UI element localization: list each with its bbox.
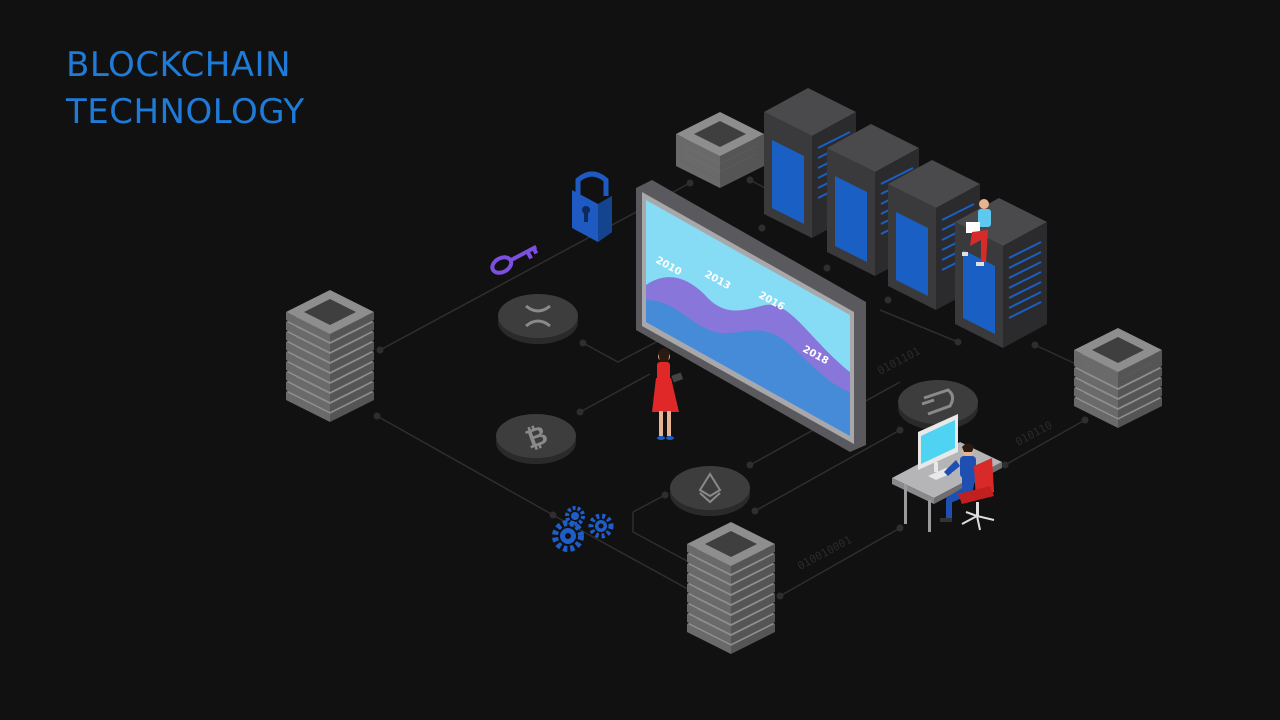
ripple-coin-icon xyxy=(498,294,578,344)
bitcoin-coin-icon: ₿ xyxy=(496,414,576,464)
block-stack-right xyxy=(1074,328,1162,428)
key-icon xyxy=(490,244,539,275)
woman-presenter xyxy=(652,348,684,440)
network-nodes xyxy=(373,176,1089,600)
binary-label: 010110 xyxy=(1013,419,1054,449)
page-title: BLOCKCHAIN TECHNOLOGY xyxy=(66,42,305,136)
analytics-screen: 2010 2013 2016 2018 xyxy=(636,180,866,452)
binary-label: 010010001 xyxy=(795,533,854,572)
title-line-2: TECHNOLOGY xyxy=(66,92,305,132)
dash-coin-icon xyxy=(898,380,978,430)
block-stack-top xyxy=(676,112,764,188)
server-tower xyxy=(955,198,1047,348)
padlock-icon xyxy=(572,171,612,242)
man-at-desk xyxy=(940,443,976,522)
block-stack-left xyxy=(286,290,374,422)
server-rack xyxy=(764,88,1047,348)
gears-icon xyxy=(552,506,614,552)
ethereum-coin-icon xyxy=(670,466,750,516)
block-stack-bottom xyxy=(687,522,775,654)
network-lines xyxy=(376,179,1086,597)
person-on-server xyxy=(962,199,991,266)
workstation xyxy=(892,414,1002,532)
binary-label: 0101101 xyxy=(875,344,922,377)
office-chair xyxy=(958,458,995,531)
title-line-1: BLOCKCHAIN xyxy=(66,45,292,85)
